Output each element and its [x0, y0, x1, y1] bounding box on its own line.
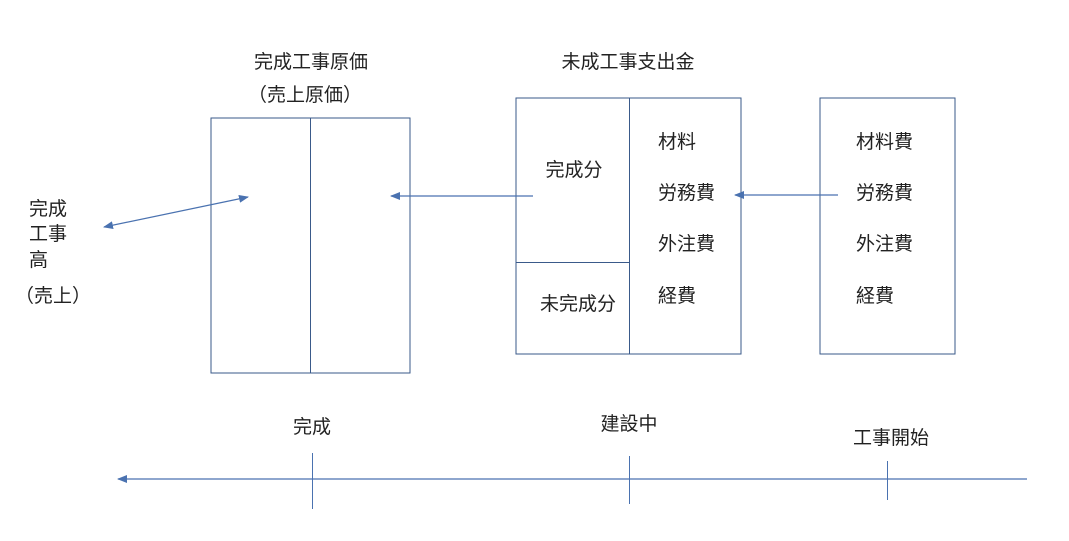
- wip-uncompleted-portion: 未完成分: [539, 293, 617, 315]
- cost-box: [819, 97, 956, 355]
- completed-cost-title: 完成工事原価: [253, 51, 369, 73]
- wip-item-outsourcing: 外注費: [658, 233, 716, 255]
- sales-label: （売上）: [15, 285, 92, 307]
- cost-item-outsourcing: 外注費: [856, 233, 914, 255]
- wip-title: 未成工事支出金: [561, 51, 695, 73]
- wip-item-expenses: 経費: [658, 285, 697, 307]
- timeline-label-in-progress: 建設中: [600, 413, 658, 435]
- completed-revenue-line-3: 高: [29, 249, 49, 271]
- completed-cost-subtitle: （売上原価）: [247, 84, 363, 106]
- wip-completed-portion: 完成分: [545, 159, 603, 181]
- wip-item-labor: 労務費: [658, 182, 716, 204]
- timeline-label-completion: 完成: [292, 416, 332, 438]
- wip-box: [515, 97, 742, 355]
- cost-item-labor: 労務費: [856, 182, 914, 204]
- wip-item-materials: 材料: [658, 131, 697, 153]
- cost-item-expenses: 経費: [856, 285, 895, 307]
- completed-cost-box: [210, 117, 411, 374]
- completed-revenue-line-2: 工事: [29, 223, 68, 245]
- completed-revenue-line-1: 完成: [29, 198, 68, 220]
- cost-item-materials: 材料費: [856, 131, 914, 153]
- timeline-label-start: 工事開始: [852, 427, 930, 449]
- revenue-cost-arrow: [103, 194, 249, 230]
